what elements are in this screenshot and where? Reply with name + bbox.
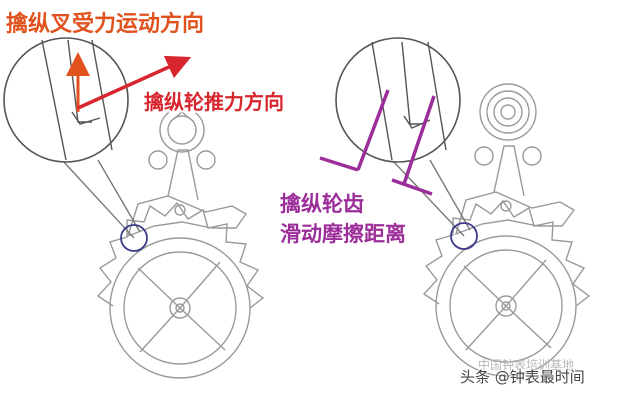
left-escape-wheel-teeth	[96, 201, 265, 309]
left-magnifier	[3, 37, 192, 163]
escape-wheel-push-label: 擒纵轮推力方向	[144, 90, 284, 114]
sliding-label-line2: 滑动摩擦距离	[280, 222, 406, 246]
slide-line-left	[356, 89, 390, 171]
right-pallet-fork	[454, 191, 576, 236]
left-contact-highlight	[120, 224, 148, 252]
right-escapement	[391, 83, 591, 377]
left-balance-roller	[159, 107, 205, 153]
left-pallet-fork	[126, 195, 248, 238]
right-magnifier	[319, 37, 461, 196]
pallet-fork-direction-label: 擒纵叉受力运动方向	[6, 12, 205, 37]
left-escapement	[61, 107, 265, 379]
right-hairspring	[479, 83, 537, 141]
slide-tick-left	[319, 156, 359, 172]
right-contact-highlight	[450, 222, 478, 250]
right-escape-wheel-teeth	[422, 199, 591, 307]
slide-line-right	[402, 95, 436, 185]
wheel-push-arrow	[77, 55, 192, 110]
faint-watermark: 中国钟表培训基地	[478, 358, 575, 372]
slide-tick-right	[391, 178, 433, 196]
sliding-label-line1: 擒纵轮齿	[280, 192, 364, 216]
watermark: 头条 @钟表最时间	[460, 368, 585, 386]
